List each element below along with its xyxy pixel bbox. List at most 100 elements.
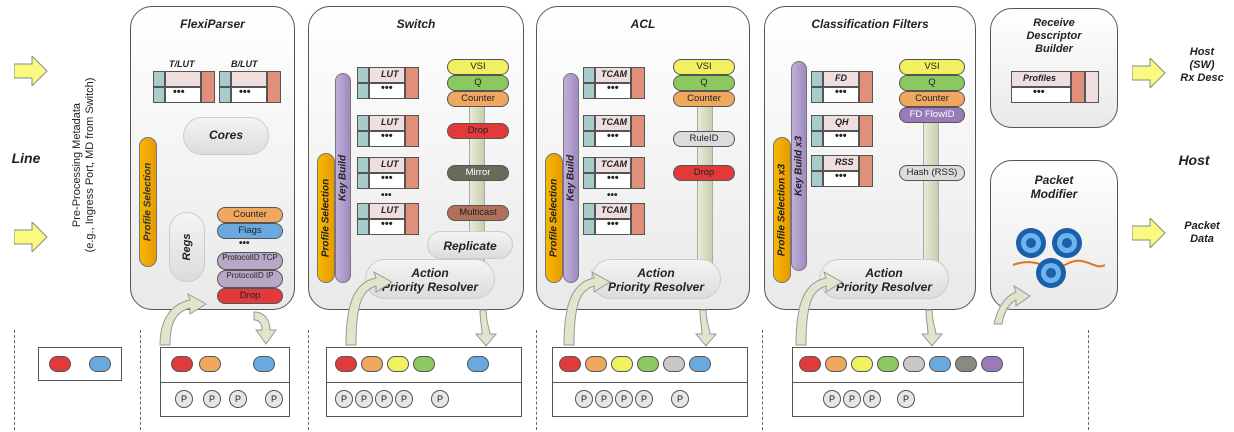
acl-tcam-1: TCAM••• — [583, 67, 645, 99]
acl-tcam-3: TCAM••• — [583, 157, 645, 189]
acl-tcam-gap-dots: ••• — [607, 190, 618, 201]
packet-modifier-stage: Packet Modifier — [990, 160, 1118, 310]
flexiparser-profile-selection: Profile Selection — [139, 137, 157, 267]
separator — [1088, 330, 1089, 430]
regs-block: Regs — [169, 212, 205, 282]
md-dot-yellow — [387, 356, 409, 372]
switch-lut-1: LUT••• — [357, 67, 419, 99]
egress-arrow-top — [1132, 58, 1166, 88]
md-dot-dark — [955, 356, 977, 372]
flexiparser-stage: FlexiParser T/LUT B/LUT ••• ••• Cores Pr… — [130, 6, 295, 310]
separator — [308, 330, 309, 430]
egress-arrow-bottom — [1132, 218, 1166, 248]
classification-p: P — [843, 390, 861, 408]
md-dot-gray — [663, 356, 685, 372]
switch-action-mirror: Mirror — [447, 165, 509, 181]
in-arrow-parser — [159, 292, 207, 346]
md-dot-gray — [903, 356, 925, 372]
md-dot-blue — [929, 356, 951, 372]
metadata-switch: P P P P P — [326, 347, 522, 417]
host-sw-label: Host (SW) Rx Desc — [1180, 46, 1224, 84]
switch-p: P — [395, 390, 413, 408]
switch-action-q: Q — [447, 75, 509, 91]
classification-stage: Classification Filters Profile Selection… — [764, 6, 976, 310]
md-dot-green — [637, 356, 659, 372]
md-dot-blue — [89, 356, 111, 372]
line-label: Line — [11, 150, 41, 166]
classification-key-build: Key Build x3 — [791, 61, 807, 271]
acl-tcam-2: TCAM••• — [583, 115, 645, 147]
md-dot-orange — [825, 356, 847, 372]
in-arrow-acl — [563, 270, 611, 346]
acl-action-drop: Drop — [673, 165, 735, 181]
blut-label: B/LUT — [231, 59, 258, 69]
classification-title: Classification Filters — [811, 17, 929, 31]
md-counter: Counter — [217, 207, 283, 223]
switch-action-counter: Counter — [447, 91, 509, 107]
metadata-classification: P P P P — [792, 347, 1024, 417]
switch-profile-selection: Profile Selection — [317, 153, 335, 283]
replicate-block: Replicate — [427, 231, 513, 259]
md-drop: Drop — [217, 288, 283, 304]
acl-action-counter: Counter — [673, 91, 735, 107]
md-dot-orange — [585, 356, 607, 372]
md-dot-orange — [361, 356, 383, 372]
classification-resolver: Action Priority Resolver — [819, 259, 949, 299]
classification-p: P — [823, 390, 841, 408]
md-dot-red — [335, 356, 357, 372]
out-arrow-parser — [253, 311, 277, 345]
ingress-arrow-bottom — [14, 222, 48, 252]
acl-p: P — [671, 390, 689, 408]
acl-p: P — [595, 390, 613, 408]
parser-p: P — [203, 390, 221, 408]
ingress-arrow-top — [14, 56, 48, 86]
classification-action-hash-rss: Hash (RSS) — [899, 165, 965, 181]
md-dot-red — [171, 356, 193, 372]
md-dot-red — [799, 356, 821, 372]
acl-action-vsi: VSI — [673, 59, 735, 75]
switch-p: P — [335, 390, 353, 408]
md-dot-yellow — [851, 356, 873, 372]
switch-action-multicast: Multicast — [447, 205, 509, 221]
classification-profile-selection: Profile Selection x3 — [773, 137, 791, 283]
md-protocolid-tcp: ProtocolID TCP — [217, 252, 283, 270]
modifier-title: Packet Modifier — [1030, 173, 1078, 201]
classification-p: P — [863, 390, 881, 408]
acl-action-q: Q — [673, 75, 735, 91]
md-dot-yellow — [611, 356, 633, 372]
switch-title: Switch — [396, 17, 436, 31]
md-dot-red — [559, 356, 581, 372]
metadata-preproc — [38, 347, 122, 381]
acl-p: P — [635, 390, 653, 408]
acl-title: ACL — [630, 17, 656, 31]
classification-qh-table: QH••• — [811, 115, 873, 147]
md-flags: Flags — [217, 223, 283, 239]
out-arrow-acl — [694, 309, 718, 347]
md-dot-blue — [467, 356, 489, 372]
classification-action-fd-flowid: FD FlowID — [899, 107, 965, 123]
descriptor-builder-stage: Receive Descriptor Builder Profiles ••• — [990, 8, 1118, 128]
switch-lut-gap-dots: ••• — [381, 190, 392, 201]
blut-table: ••• — [219, 71, 281, 103]
classification-action-counter: Counter — [899, 91, 965, 107]
acl-resolver: Action Priority Resolver — [591, 259, 721, 299]
acl-action-ruleid: RuleID — [673, 131, 735, 147]
parser-p: P — [229, 390, 247, 408]
classification-rss-table: RSS••• — [811, 155, 873, 187]
acl-profile-selection: Profile Selection — [545, 153, 563, 283]
md-more: ••• — [239, 238, 250, 249]
md-dot-red — [49, 356, 71, 372]
metadata-parser: P P P P — [160, 347, 290, 417]
cores-block: Cores — [183, 117, 269, 155]
switch-action-vsi: VSI — [447, 59, 509, 75]
tlut-table: ••• — [153, 71, 215, 103]
md-dot-orange — [199, 356, 221, 372]
in-arrow-modifier — [993, 284, 1031, 325]
packet-data-label: Packet Data — [1184, 220, 1220, 245]
md-protocolid-ip: ProtocolID IP — [217, 270, 283, 288]
switch-lut-4: LUT••• — [357, 203, 419, 235]
flexiparser-title: FlexiParser — [180, 17, 245, 31]
switch-p: P — [355, 390, 373, 408]
classification-fd-table: FD••• — [811, 71, 873, 103]
host-label: Host — [1178, 152, 1210, 168]
